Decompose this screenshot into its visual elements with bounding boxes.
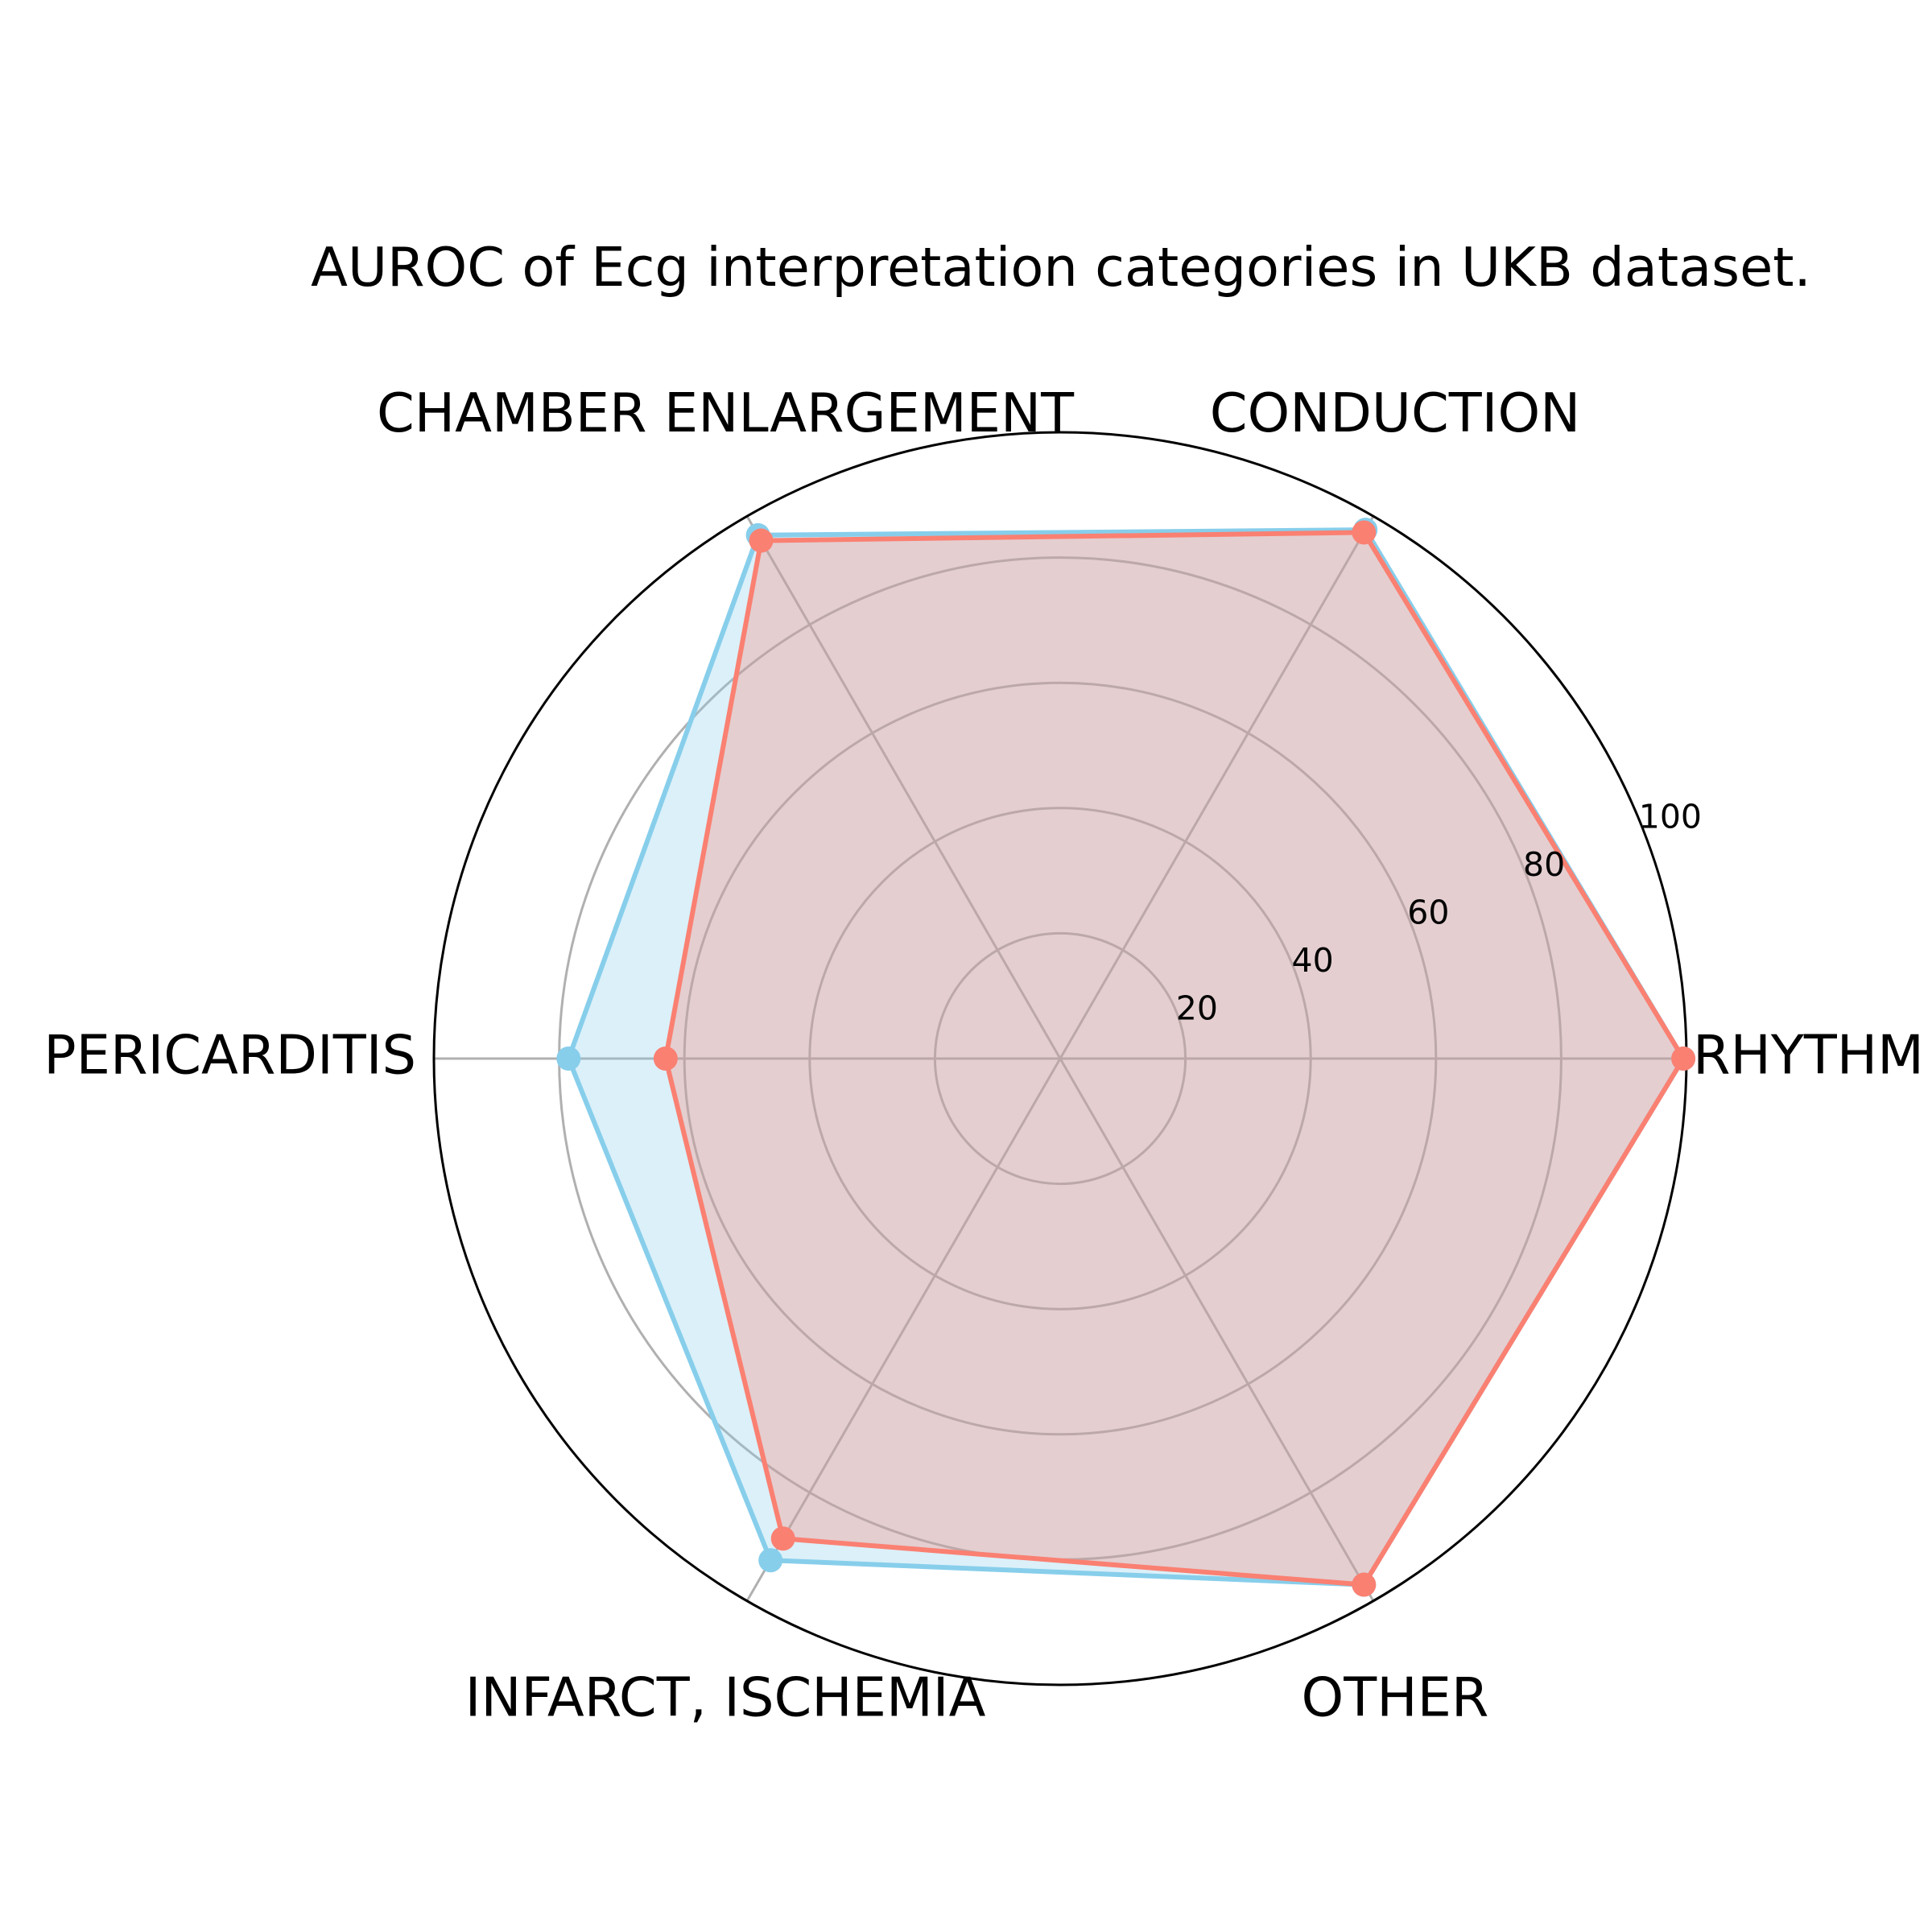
radial-tick-label: 60 bbox=[1407, 893, 1449, 931]
radial-tick-label: 40 bbox=[1292, 941, 1334, 980]
radar-series bbox=[653, 520, 1696, 1597]
category-labels: RHYTHM CONDUCTION CHAMBER ENLARGEMENT PERIC… bbox=[43, 382, 1924, 1729]
axis-spoke bbox=[1059, 515, 1375, 1059]
data-point bbox=[1352, 1572, 1377, 1597]
data-point bbox=[758, 1548, 783, 1573]
category-label: PERICARDITIS bbox=[43, 1024, 416, 1087]
axis-spoke bbox=[745, 1058, 1062, 1602]
data-point bbox=[1352, 520, 1377, 545]
axis-spoke bbox=[1059, 1058, 1375, 1602]
data-point bbox=[653, 1046, 678, 1071]
chart-title: AUROC of Ecg interpretation categories i… bbox=[311, 236, 1811, 299]
axis-spoke bbox=[745, 515, 1062, 1059]
radial-tick-labels: 20 40 60 80 100 bbox=[1176, 797, 1702, 1027]
category-label: INFARCT, ISCHEMIA bbox=[465, 1666, 986, 1728]
series-area bbox=[665, 532, 1684, 1585]
data-point bbox=[1671, 1046, 1696, 1071]
data-point bbox=[749, 528, 774, 553]
category-label: CONDUCTION bbox=[1210, 382, 1581, 444]
radial-tick-label: 100 bbox=[1639, 797, 1702, 836]
radial-tick-label: 80 bbox=[1523, 845, 1565, 884]
radar-series-layer bbox=[556, 518, 1696, 1597]
radial-tick-label: 20 bbox=[1176, 989, 1218, 1027]
series-area bbox=[568, 530, 1684, 1585]
data-point bbox=[556, 1046, 581, 1071]
data-point bbox=[770, 1526, 795, 1551]
category-label: RHYTHM bbox=[1693, 1024, 1924, 1087]
category-label: OTHER bbox=[1302, 1666, 1489, 1728]
category-label: CHAMBER ENLARGEMENT bbox=[377, 382, 1075, 444]
